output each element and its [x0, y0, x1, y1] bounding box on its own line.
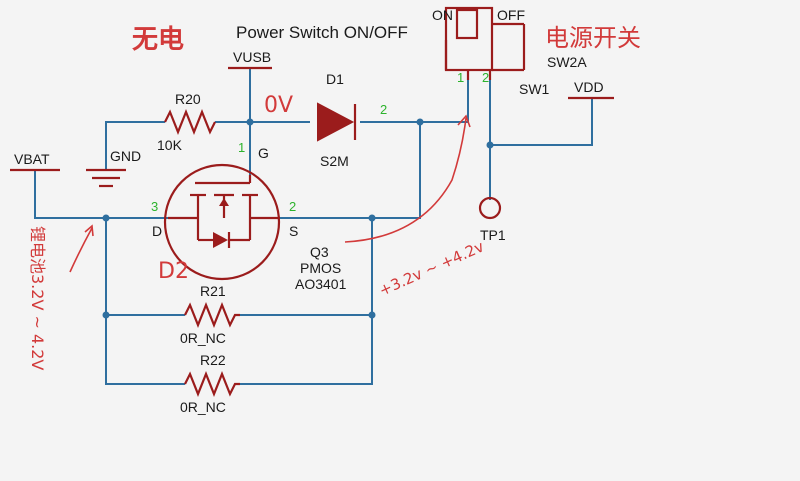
sw1-ref: SW1: [519, 81, 550, 97]
vdd-label: VDD: [574, 79, 604, 95]
wire-res-right: [240, 218, 373, 385]
annotation-d2: D2: [158, 259, 189, 284]
switch-on-label: ON: [432, 7, 453, 23]
vbat-label: VBAT: [14, 151, 50, 167]
r22-value: 0R_NC: [180, 399, 226, 415]
annotation-arrow-switch: [344, 117, 467, 243]
d1-pin2: 2: [380, 102, 387, 117]
gnd-label: GND: [110, 148, 141, 164]
annotation-zero-volt: 0V: [264, 93, 293, 118]
annotation-arrow-vbat: [69, 227, 93, 273]
vusb-label: VUSB: [233, 49, 271, 65]
junctions: [102, 118, 494, 319]
q3-type: PMOS: [300, 260, 341, 276]
annotation-arrowhead-vbat: [84, 224, 94, 237]
d1-value: S2M: [320, 153, 349, 169]
annotation-battery-range: 锂电池3.2V ~ 4.2V: [28, 226, 47, 370]
wire-vdd: [490, 98, 593, 146]
sw2a-ref: SW2A: [547, 54, 587, 70]
test-point-tp1: TP1: [478, 196, 506, 243]
wires: [34, 68, 593, 385]
mosfet-q3: 1 G 3 D 2 S Q3 PMOS AO3401: [151, 140, 347, 292]
wire-d1-switch: [360, 80, 469, 123]
annotation-arrowhead-switch: [457, 114, 471, 128]
resistor-r21: R21 0R_NC: [180, 283, 240, 346]
page-title: Power Switch ON/OFF: [236, 23, 408, 42]
resistor-r20: R20 10K: [157, 91, 216, 153]
r20-ref: R20: [175, 91, 201, 107]
q3-label-s: S: [289, 223, 298, 239]
tp1-ref: TP1: [480, 227, 506, 243]
r20-value: 10K: [157, 137, 183, 153]
vbat-symbol: VBAT: [10, 151, 60, 172]
annotation-power-switch: 电源开关: [545, 24, 641, 52]
wire-vbat: [34, 170, 168, 219]
q3-ref: Q3: [310, 244, 329, 260]
vusb-symbol: VUSB: [228, 49, 272, 70]
annotation-output-range: +3.2v ~ +4.2v: [376, 237, 486, 299]
q3-pin-d: 3: [151, 199, 158, 214]
wire-res-left: [105, 218, 185, 385]
annotation-no-power: 无电: [132, 25, 184, 55]
q3-label-g: G: [258, 145, 269, 161]
q3-pin-g: 1: [238, 140, 245, 155]
d1-ref: D1: [326, 71, 344, 87]
gnd-symbol: GND: [86, 148, 141, 188]
resistor-r22: R22 0R_NC: [180, 352, 240, 415]
switch-pin2: 2: [482, 70, 489, 85]
q3-label-d: D: [152, 223, 162, 239]
switch-pin1: 1: [457, 70, 464, 85]
q3-pin-s: 2: [289, 199, 296, 214]
vdd-symbol: VDD: [568, 79, 614, 100]
slide-switch: ON OFF 1 2 SW2A SW1: [432, 6, 587, 97]
diode-d1: D1 S2M 2: [317, 71, 387, 169]
wire-source-net: [280, 122, 421, 219]
switch-off-label: OFF: [497, 7, 525, 23]
q3-part: AO3401: [295, 276, 347, 292]
wire-r20-left: [105, 121, 165, 170]
r21-ref: R21: [200, 283, 226, 299]
r22-ref: R22: [200, 352, 226, 368]
r21-value: 0R_NC: [180, 330, 226, 346]
